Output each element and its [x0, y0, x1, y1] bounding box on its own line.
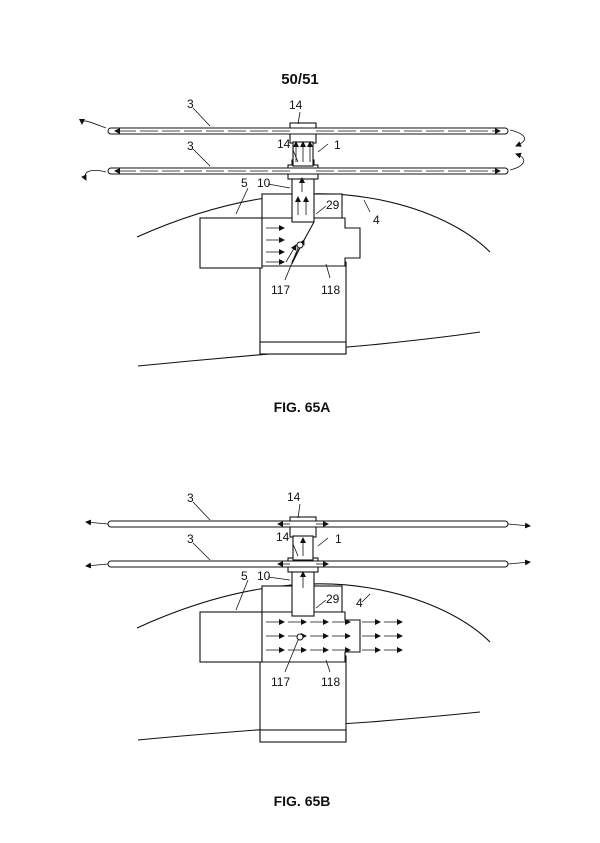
label-118: 118 — [321, 283, 340, 297]
label-5: 5 — [241, 569, 248, 583]
tip-jet-curl — [81, 170, 107, 181]
blade-flow-arrows-a — [114, 128, 501, 174]
blade-outflow-arrows-b — [85, 519, 531, 569]
engine-5 — [199, 217, 263, 269]
label-14-lower: 14 — [276, 530, 290, 544]
mast-flow-arrows-a — [293, 141, 313, 215]
tip-jet-curl — [509, 152, 524, 171]
label-29: 29 — [326, 198, 340, 212]
label-5: 5 — [241, 176, 248, 190]
fuselage-bottom — [137, 331, 481, 367]
body-column-base — [259, 729, 347, 743]
body-column-base — [259, 341, 347, 355]
label-1: 1 — [334, 138, 341, 152]
label-4: 4 — [373, 213, 380, 227]
label-118: 118 — [321, 675, 340, 689]
figure-65a: 3 3 14 14 1 10 5 29 4 117 118 FIG. 65A — [79, 97, 525, 415]
fuselage-bottom — [137, 711, 481, 741]
rotor-blade-upper — [107, 127, 509, 135]
rotor-blade-upper — [107, 520, 509, 528]
label-3-upper: 3 — [187, 491, 194, 505]
tip-jet-curl — [509, 129, 525, 147]
fuselage-outline — [136, 193, 491, 253]
label-4: 4 — [356, 596, 363, 610]
figure-65b: 3 3 14 14 1 10 5 29 4 117 118 FIG. 65B — [85, 490, 531, 809]
engine-flow-arrows-b — [266, 619, 403, 653]
label-3-lower: 3 — [187, 139, 194, 153]
label-117: 117 — [271, 675, 290, 689]
tip-jet-curl — [79, 118, 107, 129]
exhaust-housing — [261, 217, 361, 267]
label-14-lower: 14 — [277, 137, 291, 151]
valve-117 — [296, 633, 304, 641]
valve-plate — [291, 221, 315, 263]
engine-5 — [199, 611, 263, 663]
rotor-blade-lower — [107, 560, 509, 568]
label-3-upper: 3 — [187, 97, 194, 111]
label-14-upper: 14 — [287, 490, 301, 504]
body-column — [259, 655, 347, 741]
page-number: 50/51 — [281, 71, 319, 88]
label-3-lower: 3 — [187, 532, 194, 546]
rotor-blade-lower — [107, 167, 509, 175]
label-14-upper: 14 — [289, 98, 303, 112]
label-29: 29 — [326, 592, 340, 606]
figure-caption-a: FIG. 65A — [274, 399, 331, 415]
fuselage-outline — [136, 583, 491, 643]
label-10: 10 — [257, 176, 271, 190]
label-1: 1 — [335, 532, 342, 546]
exhaust-housing — [261, 611, 361, 663]
valve-117 — [296, 241, 304, 249]
figure-caption-b: FIG. 65B — [274, 793, 331, 809]
label-10: 10 — [257, 569, 271, 583]
body-column — [259, 261, 347, 355]
label-117: 117 — [271, 283, 290, 297]
